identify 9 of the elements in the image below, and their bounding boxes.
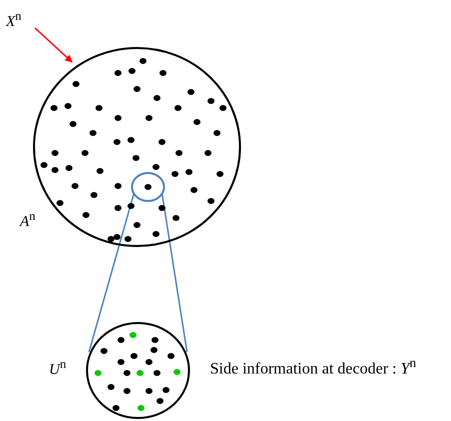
annotation-text: Side information at decoder : Y$^{n}$	[210, 356, 416, 378]
zoom-circle	[131, 172, 165, 202]
variable-label: X$^{n}$	[6, 6, 32, 26]
zoom-line	[161, 192, 188, 352]
set-circle	[86, 322, 190, 419]
arrow	[34, 27, 73, 63]
set-label: U$^{n}$	[49, 358, 66, 378]
set-label: A$^{n}$	[20, 210, 36, 230]
zoom-line	[88, 192, 135, 352]
